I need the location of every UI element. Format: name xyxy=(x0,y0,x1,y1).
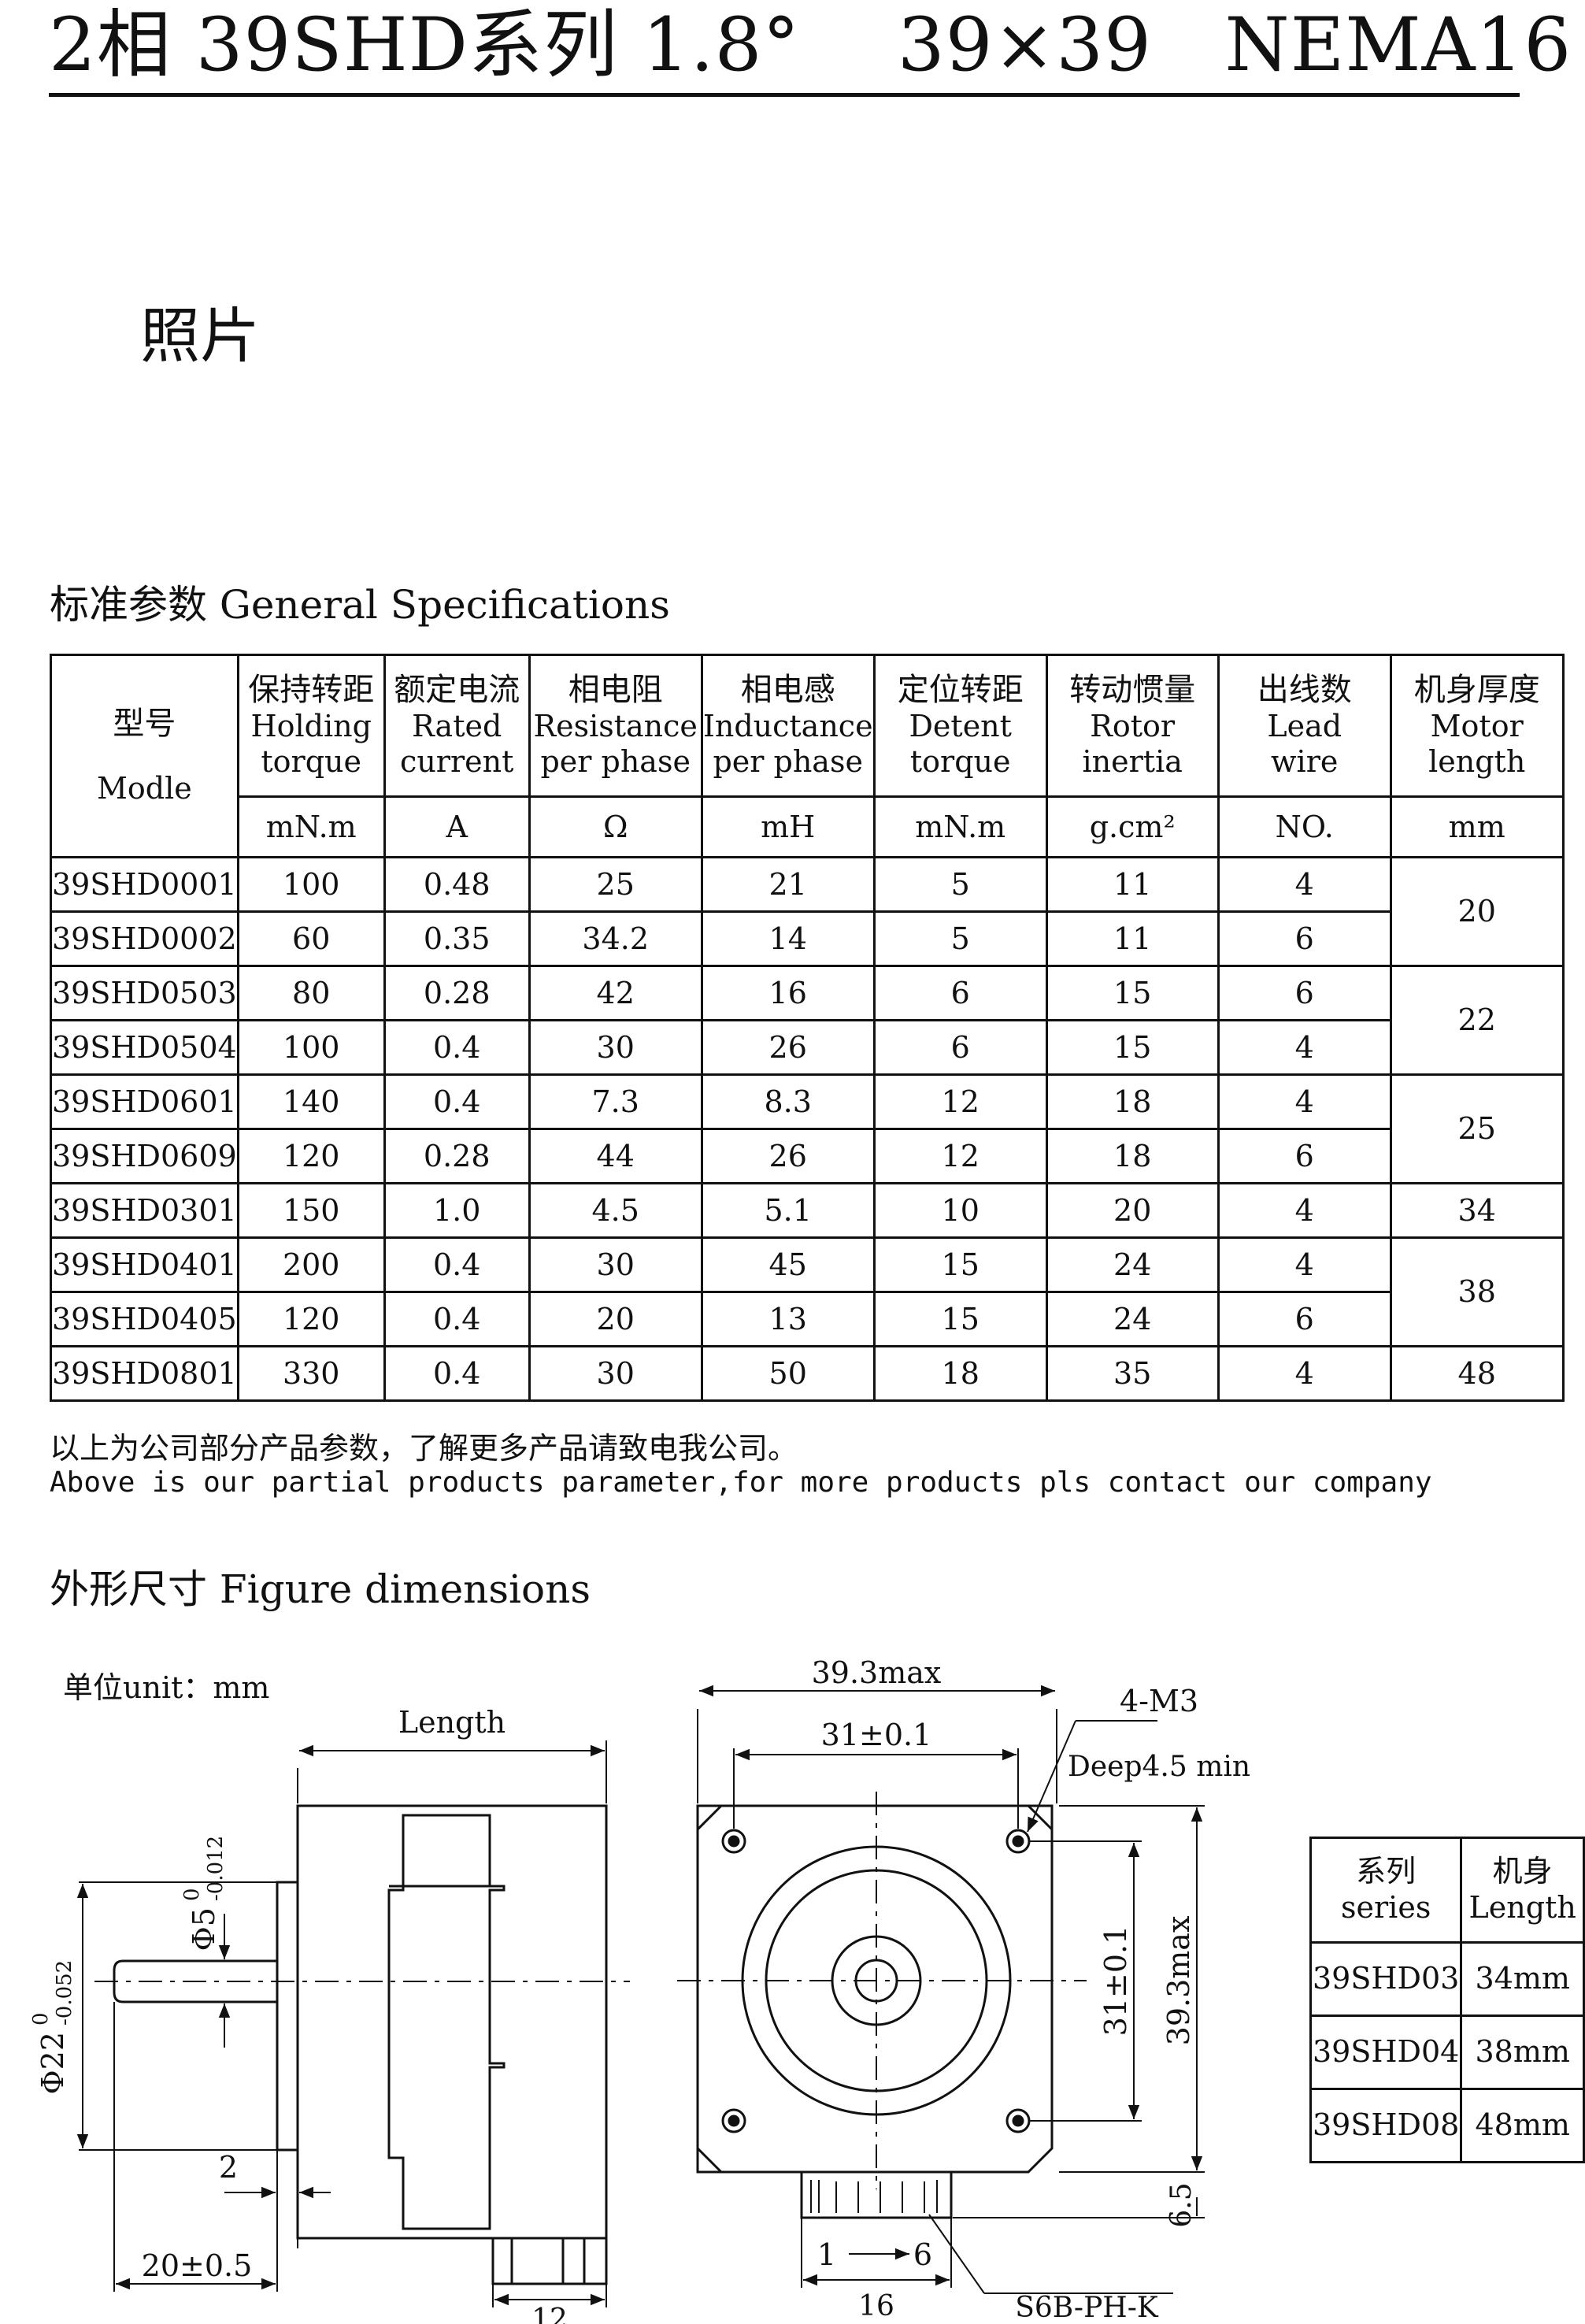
unit-cell: NO. xyxy=(1217,795,1392,858)
shaft-tol-lower: -0.012 xyxy=(204,1836,228,1901)
thread-label: 4-M3 xyxy=(1120,1684,1198,1718)
pin-last-label: 6 xyxy=(913,2237,932,2272)
note-chinese: 以上为公司部分产品参数，了解更多产品请致电我公司。 xyxy=(50,1431,798,1466)
mount-hole xyxy=(721,2108,746,2133)
connector-span-label: 16 xyxy=(858,2290,894,2322)
connector-front xyxy=(800,2170,953,2219)
front-body-outline xyxy=(696,1804,1054,2174)
mount-hole xyxy=(721,1829,746,1854)
unit-cell: mN.m xyxy=(872,795,1048,858)
boss-tol-upper: 0 xyxy=(29,2012,53,2026)
shaft-length-label: 20±0.5 xyxy=(142,2248,253,2283)
title-underline xyxy=(49,93,1520,97)
pin-first-label: 1 xyxy=(817,2237,836,2272)
motor-body-outline xyxy=(296,1804,608,2240)
unit-label: 单位unit：mm xyxy=(63,1670,270,1705)
length-label: Length xyxy=(398,1705,505,1740)
connector-width-label: 12 xyxy=(531,2304,568,2324)
length-cell: 25 xyxy=(1389,1073,1565,1184)
side-view-drawing: Length 2 20±0.5 12 Φ5 0 -0.012 Φ22 0 -0.… xyxy=(29,1705,630,2324)
shaft-dia-label: Φ5 xyxy=(187,1907,221,1951)
length-cell: 38 xyxy=(1389,1236,1565,1347)
connector-side xyxy=(491,2237,608,2285)
unit-cell: mm xyxy=(1389,795,1565,858)
boss-dia-label-group: Φ22 0 -0.052 xyxy=(29,1960,76,2095)
shaft-tol-upper: 0 xyxy=(180,1888,204,1901)
connector-part-label: S6B-PH-K xyxy=(1015,2292,1159,2324)
photo-label: 照片 xyxy=(140,301,260,371)
dimensions-heading: 外形尺寸 Figure dimensions xyxy=(50,1566,591,1612)
hole-spacing-vertical-label: 31±0.1 xyxy=(1098,1926,1133,2037)
unit-cell: mN.m xyxy=(236,795,386,858)
shaft-dia-label-group: Φ5 0 -0.012 xyxy=(180,1836,228,1951)
unit-cell: mH xyxy=(700,795,876,858)
hole-spacing-label: 31±0.1 xyxy=(821,1718,932,1752)
height-max-label: 39.3max xyxy=(1161,1916,1196,2046)
boss-dia-label: Φ22 xyxy=(35,2032,70,2095)
thread-depth-label: Deep4.5 min xyxy=(1068,1751,1250,1783)
header-model: 型号 Modle xyxy=(50,654,239,858)
connector-height-label: 6.5 xyxy=(1165,2182,1198,2227)
stator-profile xyxy=(387,1814,505,2230)
length-cell: 48 xyxy=(1389,1345,1565,1402)
header-model-zh: 型号 xyxy=(113,705,176,742)
unit-cell: Ω xyxy=(528,795,703,858)
page-title: 2相 39SHD系列 1.8° 39×39 NEMA16 xyxy=(49,2,1572,88)
length-cell: 20 xyxy=(1389,856,1565,967)
boss-tol-lower: -0.052 xyxy=(53,1960,76,2026)
note-english: Above is our partial products parameter,… xyxy=(50,1466,1432,1499)
length-cell: 34 xyxy=(1389,1182,1565,1239)
unit-cell: g.cm² xyxy=(1045,795,1220,858)
spec-heading: 标准参数 General Specifications xyxy=(50,582,670,628)
width-max-label: 39.3max xyxy=(812,1655,942,1690)
front-view-drawing: 39.3max 31±0.1 4-M3 Deep4.5 min 31±0.1 3… xyxy=(677,1655,1250,2324)
length-cell: 22 xyxy=(1389,965,1565,1076)
header-model-en: Modle xyxy=(96,771,192,806)
boss-height-label: 2 xyxy=(219,2150,238,2185)
boss-flange xyxy=(276,1881,299,2152)
unit-cell: A xyxy=(383,795,531,858)
